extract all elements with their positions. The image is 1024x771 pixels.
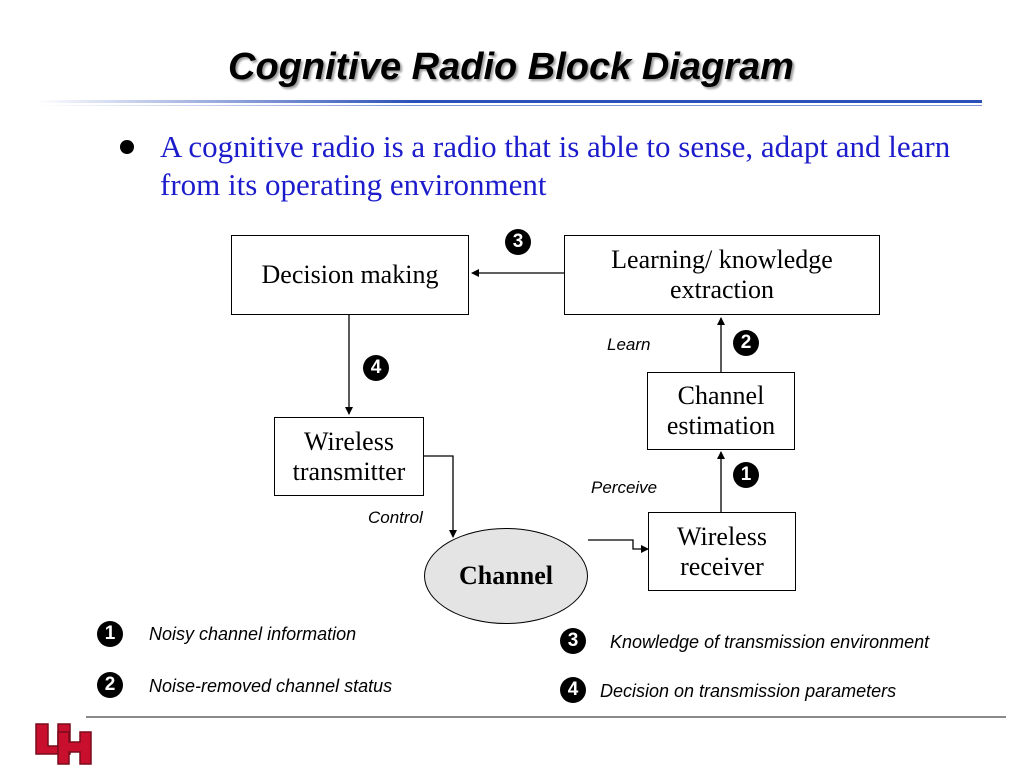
channel-ellipse: Channel (424, 528, 588, 624)
arrow-channel-to-receiver (588, 539, 649, 553)
legend-badge-2: 2 (97, 672, 123, 698)
perceive-label: Perceive (591, 478, 658, 497)
legend-text-4: Decision on transmission parameters (600, 681, 897, 701)
legend-text-3: Knowledge of transmission environment (610, 632, 930, 652)
footer-rule (86, 716, 1006, 718)
channel-estimation-box: Channel estimation (647, 372, 795, 450)
decision-making-label: Decision making (261, 260, 439, 289)
wireless-receiver-label: Wireless receiver (677, 521, 767, 581)
legend-badge-3: 3 (560, 628, 586, 654)
bullet-text: A cognitive radio is a radio that is abl… (160, 129, 951, 202)
learning-box: Learning/ knowledge extraction (564, 235, 880, 315)
step-badge-3: 3 (505, 229, 531, 255)
wireless-receiver-box: Wireless receiver (648, 512, 796, 591)
title-rule-thin (36, 105, 982, 106)
legend-text-1: Noisy channel information (149, 624, 357, 644)
legend-badge-4: 4 (560, 677, 586, 703)
control-label: Control (368, 508, 423, 527)
legend-badge-1: 1 (97, 621, 123, 647)
university-logo (34, 722, 94, 766)
slide-title: Cognitive Radio Block Diagram (228, 46, 794, 88)
channel-estimation-label: Channel estimation (666, 381, 776, 440)
arrow-transmitter-to-channel (423, 455, 457, 538)
step-badge-4: 4 (363, 355, 389, 381)
bullet-dot (120, 140, 134, 154)
channel-label: Channel (459, 561, 553, 590)
title-rule (36, 100, 982, 103)
wireless-transmitter-label: Wireless transmitter (292, 426, 406, 486)
learn-label: Learn (607, 335, 651, 354)
learning-label: Learning/ knowledge extraction (611, 245, 833, 304)
step-badge-2: 2 (733, 330, 759, 356)
wireless-transmitter-box: Wireless transmitter (274, 417, 424, 496)
legend-text-2: Noise-removed channel status (149, 676, 393, 696)
decision-making-box: Decision making (231, 235, 469, 315)
step-badge-1: 1 (733, 462, 759, 488)
